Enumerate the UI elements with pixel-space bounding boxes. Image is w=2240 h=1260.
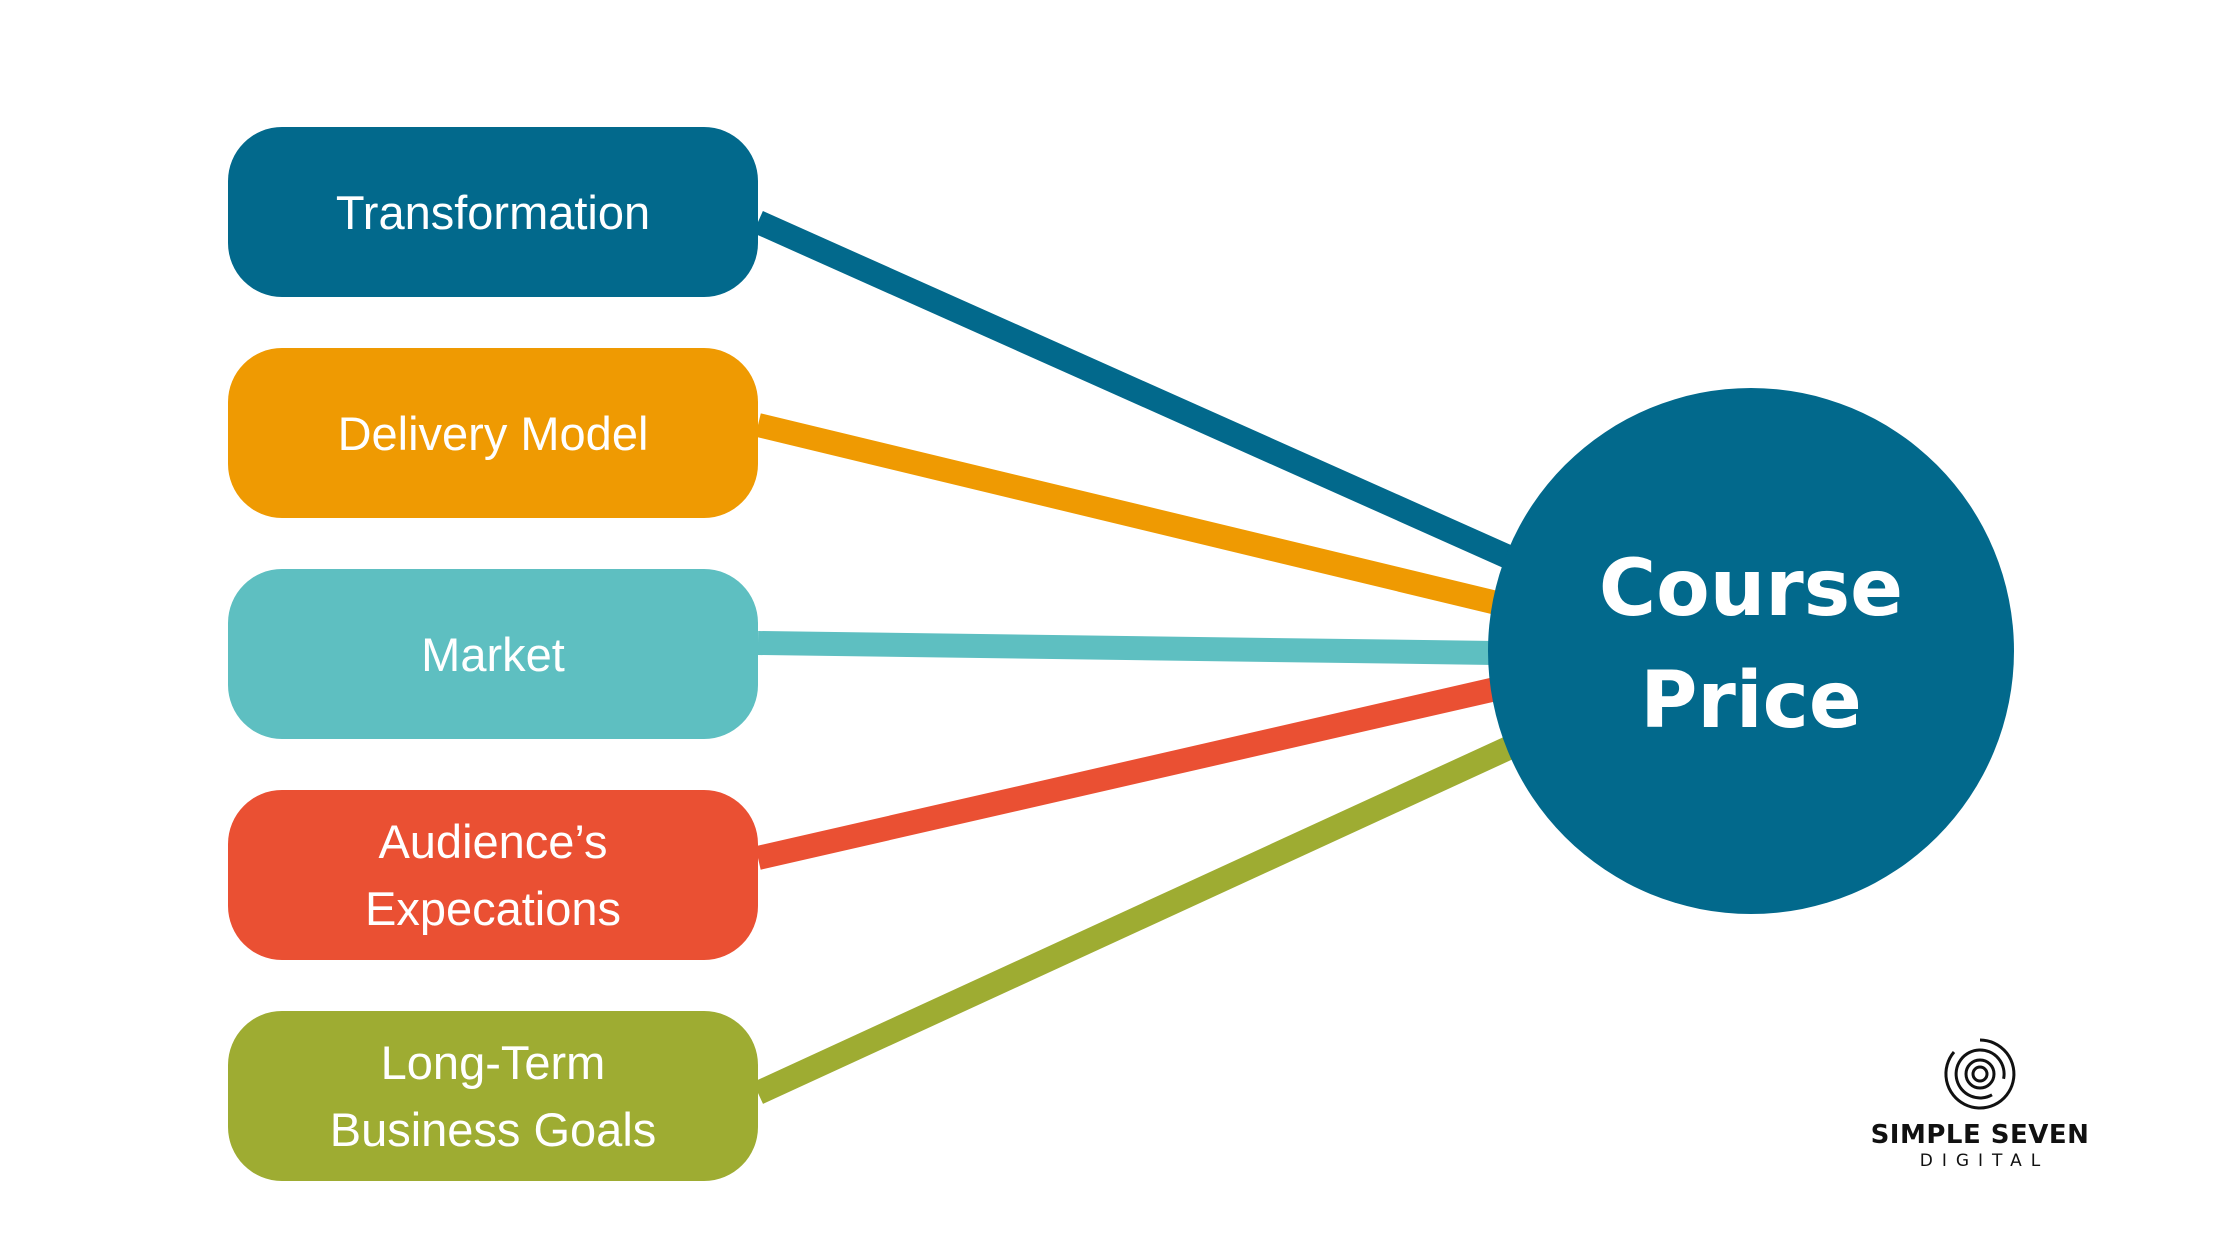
brand-logo: SIMPLE SEVEN DIGITAL	[1860, 1036, 2100, 1186]
logo-subtitle: DIGITAL	[1919, 1151, 2050, 1171]
course-price-circle: Course Price	[1488, 388, 2014, 914]
factor-label: Transformation	[335, 185, 651, 239]
factor-box-delivery-model: Delivery Model	[228, 348, 758, 518]
course-price-label: Course Price	[1598, 544, 1904, 746]
factor-box-audience-expectations: Audience’s Expecations	[228, 790, 758, 960]
factor-label: Audience’s Expecations	[364, 815, 622, 935]
connector-line-transformation	[753, 211, 1520, 571]
factor-label: Market	[421, 627, 565, 681]
concentric-circles-icon	[1944, 1038, 2016, 1110]
connector-line-market	[757, 631, 1496, 665]
connector-line-delivery-model	[755, 413, 1508, 617]
connector-line-audience-expectations	[755, 676, 1503, 870]
factor-label: Delivery Model	[337, 406, 649, 460]
factor-box-transformation: Transformation	[228, 127, 758, 297]
logo-name: SIMPLE SEVEN	[1870, 1120, 2090, 1150]
connector-line-long-term-goals	[752, 734, 1521, 1104]
factor-box-market: Market	[228, 569, 758, 739]
factor-label: Long-Term Business Goals	[329, 1036, 657, 1156]
factor-box-long-term-goals: Long-Term Business Goals	[228, 1011, 758, 1181]
